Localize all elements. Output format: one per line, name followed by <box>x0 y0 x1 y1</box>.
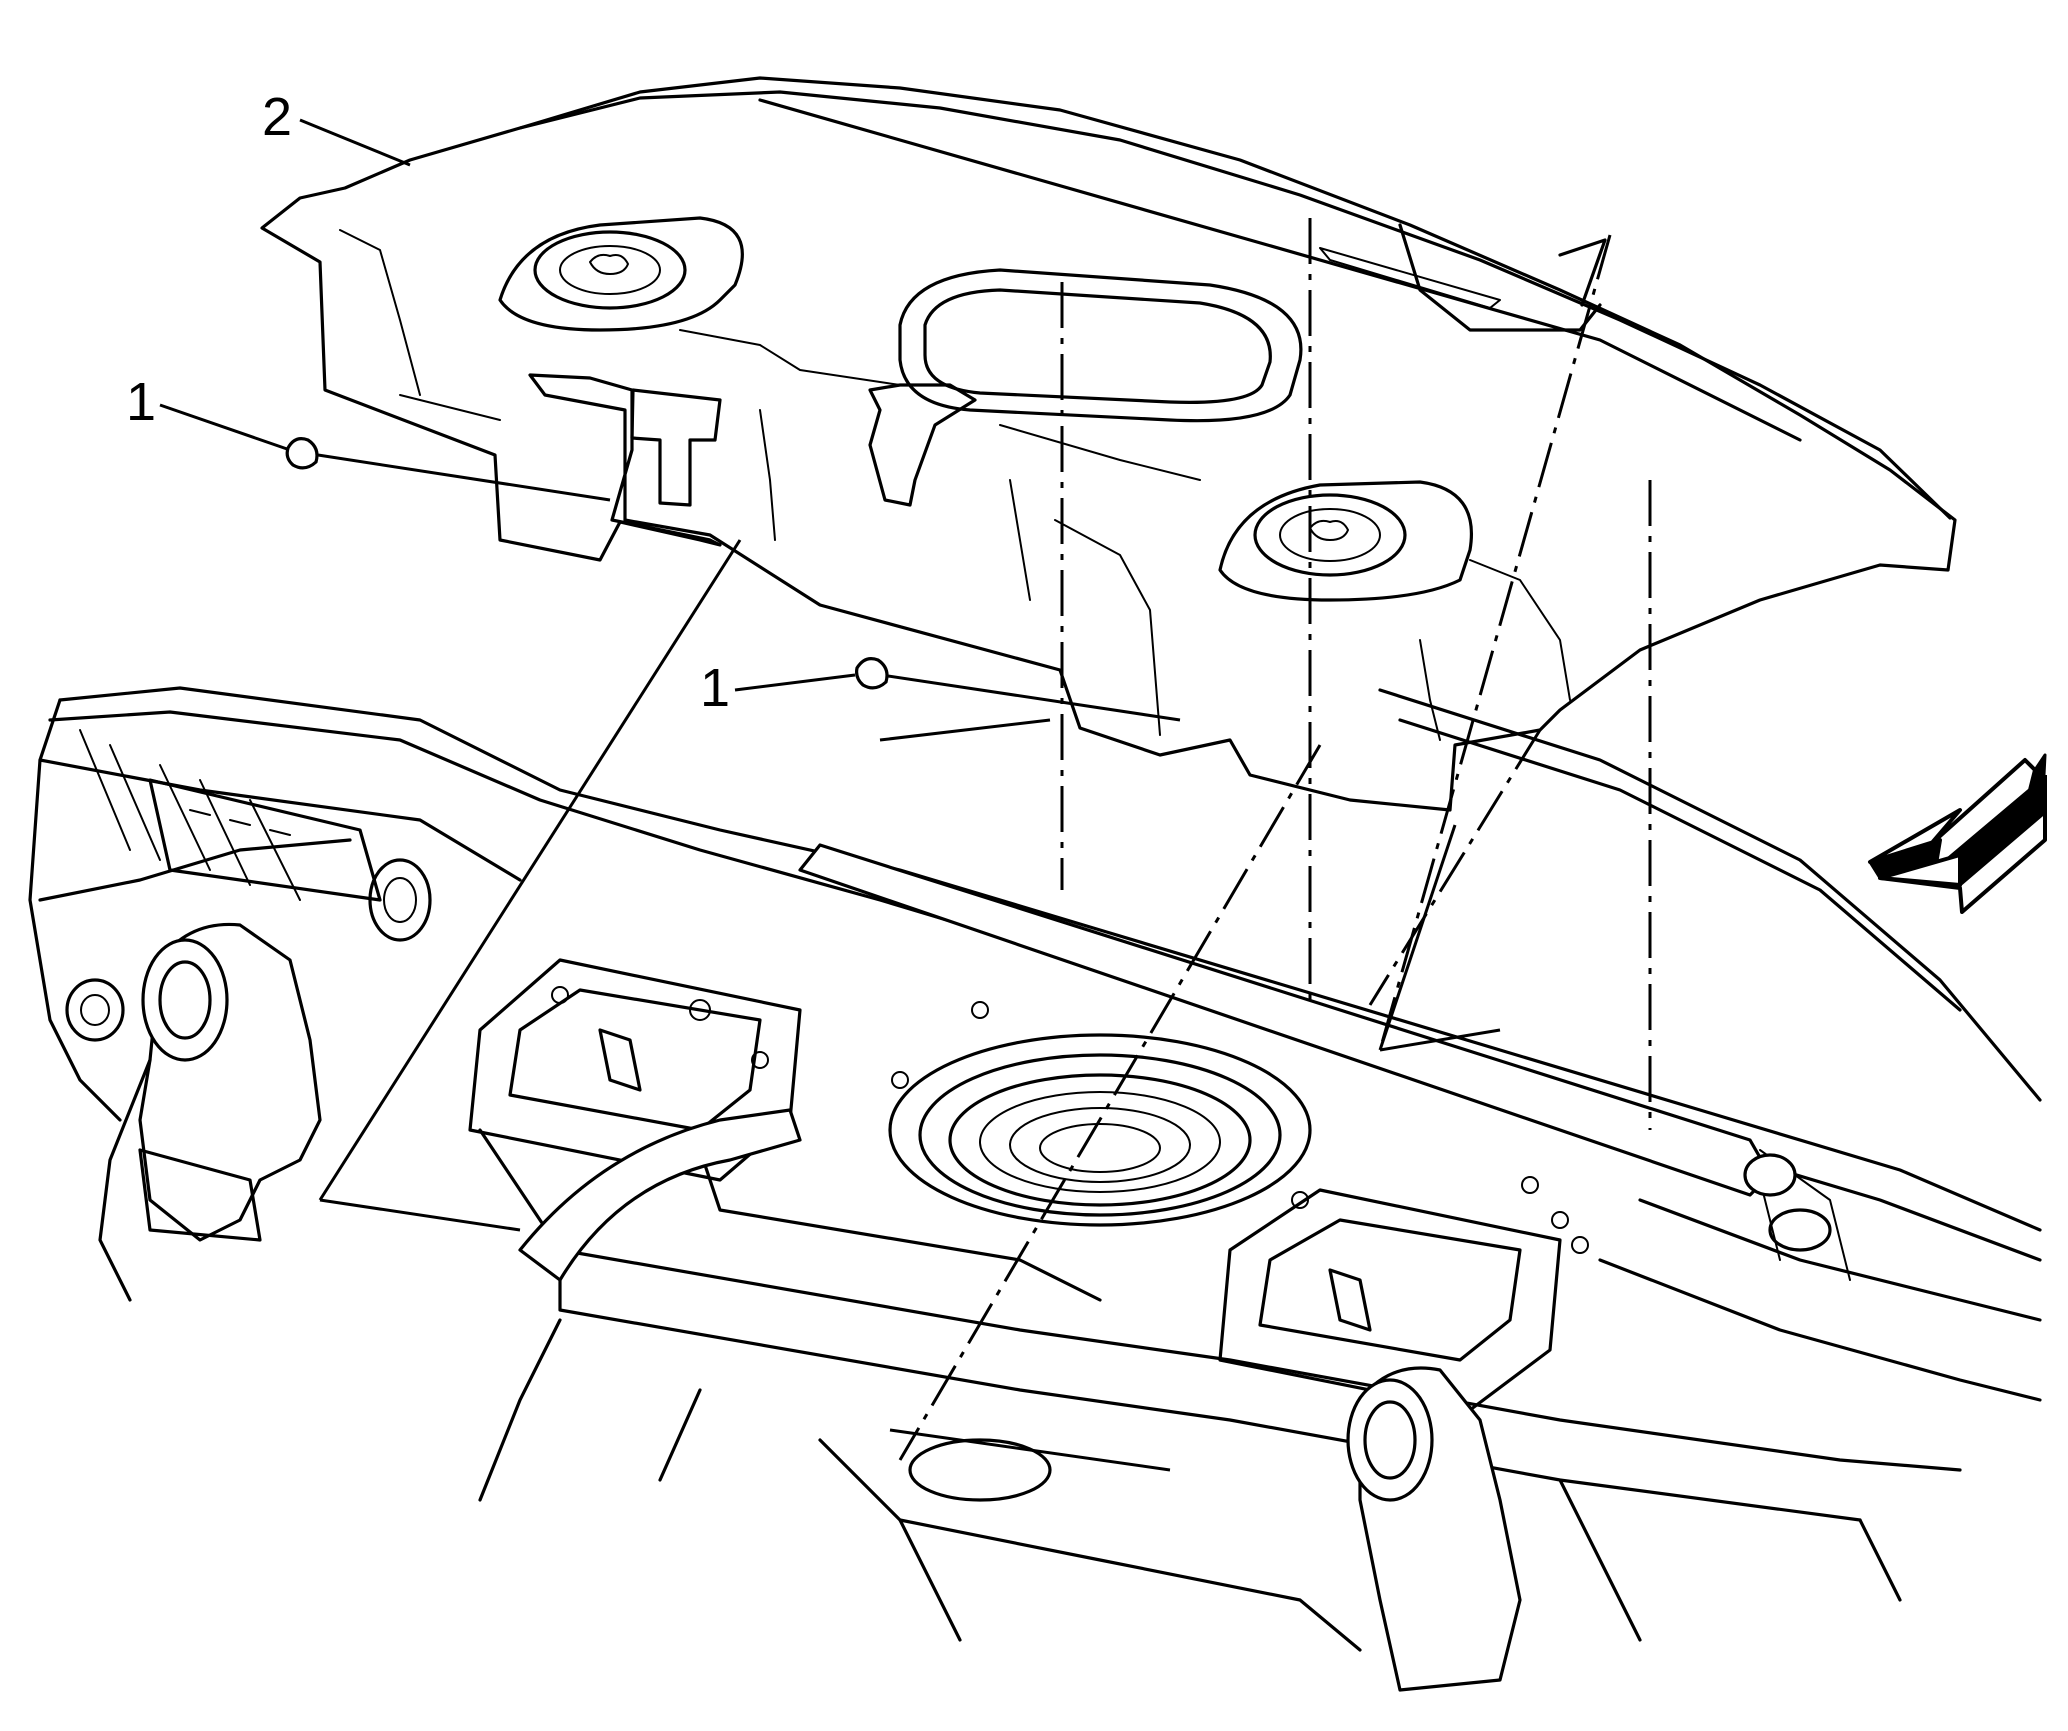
callout-1-center: 1 <box>700 657 1181 722</box>
alignment-lines <box>898 218 1652 1461</box>
retainer-clip-center <box>855 657 889 690</box>
front-of-vehicle-arrow-icon <box>1868 753 2047 914</box>
rear-window-panel-trim <box>260 76 1957 812</box>
retainer-clip-left <box>285 437 319 470</box>
callout-2: 2 <box>262 87 411 167</box>
vehicle-rear-compartment <box>28 686 2042 1692</box>
spare-tire-well <box>888 1033 1312 1227</box>
callout-label-1-left: 1 <box>126 372 156 432</box>
detail-wedge-lines <box>318 539 1501 1472</box>
callout-1-left: 1 <box>126 372 611 502</box>
callout-label-2: 2 <box>262 87 292 147</box>
callout-label-1-center: 1 <box>700 658 730 718</box>
